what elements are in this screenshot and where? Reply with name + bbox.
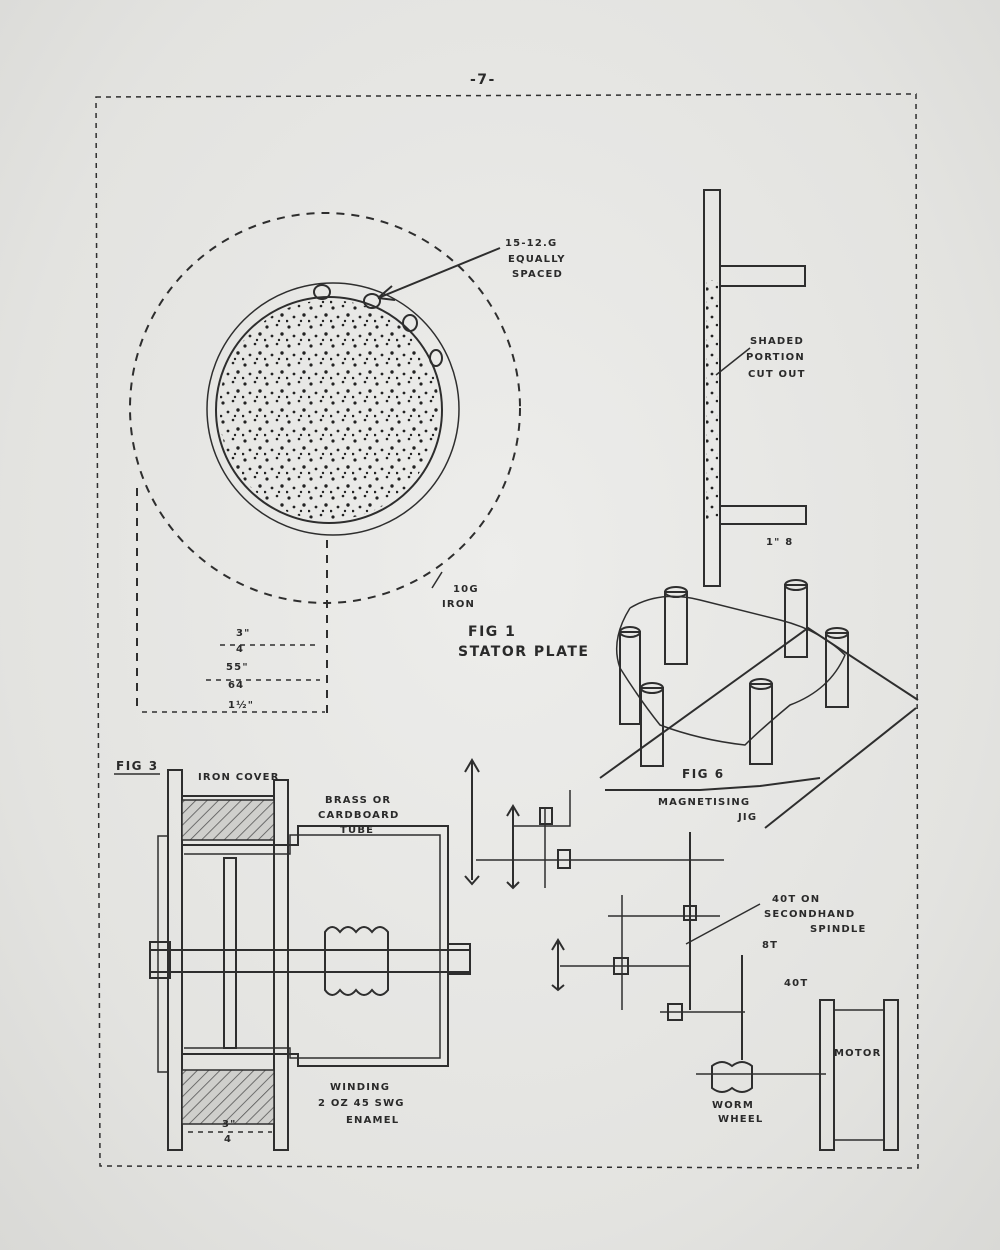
gear-40t-label: 40T bbox=[784, 978, 808, 989]
winding-label-line3: ENAMEL bbox=[346, 1115, 399, 1126]
side-view: SHADED PORTION CUT OUT 1" 8 bbox=[703, 189, 807, 587]
end-plate-right bbox=[273, 779, 289, 1151]
side-tab-top bbox=[720, 265, 806, 287]
side-leader bbox=[715, 347, 751, 376]
stator-outer-circle bbox=[129, 212, 521, 604]
tube-label-line3: TUBE bbox=[340, 825, 374, 836]
fig3-title: FIG 3 bbox=[116, 759, 159, 773]
hole-1 bbox=[313, 284, 331, 300]
fig3-assembly: FIG 3 IRON COVER BRASS OR CARDBOARD TUBE… bbox=[114, 759, 471, 1151]
page-number: -7- bbox=[470, 72, 496, 88]
motor-label: MOTOR bbox=[834, 1048, 881, 1059]
tube-label-line1: BRASS OR bbox=[325, 795, 391, 806]
tube-label-line2: CARDBOARD bbox=[318, 810, 399, 821]
fig1-title: FIG 1 bbox=[468, 624, 516, 640]
stator-ring-circle bbox=[206, 282, 460, 536]
gear-shaft-a bbox=[513, 790, 571, 827]
worm-wheel bbox=[711, 1061, 753, 1093]
dim-c: 1½" bbox=[228, 700, 254, 711]
tube-outline bbox=[182, 825, 449, 1067]
holes-leader-line bbox=[377, 247, 501, 299]
gear-8t bbox=[667, 1003, 683, 1021]
jig-wire bbox=[615, 595, 846, 746]
fig1-subtitle: STATOR PLATE bbox=[458, 644, 589, 660]
worm-label-line1: WORM bbox=[712, 1100, 754, 1111]
fig6-title: FIG 6 bbox=[682, 767, 725, 781]
coil-top bbox=[181, 799, 275, 841]
gear-c bbox=[613, 957, 629, 975]
side-label-line1: SHADED bbox=[750, 336, 804, 347]
page-border bbox=[95, 93, 919, 1169]
fig6-subtitle-line2: JIG bbox=[737, 812, 757, 823]
motor-plate-right bbox=[883, 999, 899, 1151]
side-label-line3: CUT OUT bbox=[748, 369, 806, 380]
gear-shaft-b bbox=[544, 808, 720, 917]
axis-arrow-1 bbox=[464, 758, 480, 886]
motor-plate-left bbox=[819, 999, 835, 1151]
spindle-label-line1: 40T ON bbox=[772, 894, 820, 905]
jig-pin-3 bbox=[825, 632, 849, 708]
hole-2 bbox=[363, 293, 381, 309]
side-tab-bottom bbox=[720, 505, 807, 525]
spindle bbox=[150, 949, 470, 973]
fig6-magnetising-jig: FIG 6 MAGNETISING JIG bbox=[599, 579, 919, 829]
fig6-subtitle-line1: MAGNETISING bbox=[658, 797, 750, 808]
jig-pin-4 bbox=[619, 631, 641, 725]
spindle-cap-left bbox=[149, 941, 171, 979]
winding-label-line1: WINDING bbox=[330, 1082, 390, 1093]
jig-pin-5 bbox=[640, 687, 664, 767]
dim-b-num: 55" bbox=[226, 662, 249, 673]
material-leader bbox=[431, 571, 443, 589]
spindle-leader bbox=[685, 903, 761, 945]
holes-label-line1: 15-12.G bbox=[505, 238, 557, 249]
spindle-cap-right bbox=[447, 943, 471, 975]
axis-arrow-3 bbox=[551, 938, 565, 992]
jig-base-edge bbox=[764, 707, 917, 829]
fig1-stator-plate: 15-12.G EQUALLY SPACED 10G IRON FIG 1 ST… bbox=[129, 212, 589, 716]
worm-label-line2: WHEEL bbox=[718, 1114, 763, 1125]
gear-train: 40T ON SECONDHAND SPINDLE 8T 40T WORM WH… bbox=[464, 758, 899, 1151]
jig-pin-1 bbox=[664, 591, 688, 665]
spring bbox=[324, 926, 389, 996]
gear-b bbox=[557, 849, 571, 869]
fig3-dim: 3" bbox=[222, 1119, 237, 1130]
spindle-label-line2: SECONDHAND bbox=[764, 909, 855, 920]
dim-a-den: 4 bbox=[236, 644, 244, 655]
spindle-label-line3: SPINDLE bbox=[810, 924, 867, 935]
shaded-cutout-area bbox=[219, 300, 439, 520]
side-label-line2: PORTION bbox=[746, 352, 805, 363]
inner-plate bbox=[223, 857, 237, 1049]
jig-base-front bbox=[605, 777, 821, 791]
jig-pin-2 bbox=[784, 584, 808, 658]
material-line2: IRON bbox=[442, 599, 475, 610]
side-dim: 1" 8 bbox=[766, 537, 793, 548]
holes-label-line2: EQUALLY bbox=[508, 254, 566, 265]
motor-body bbox=[834, 1009, 884, 1141]
side-shaded-portion bbox=[706, 280, 718, 520]
dim-a-num: 3" bbox=[236, 628, 251, 639]
winding-label-line2: 2 OZ 45 SWG bbox=[318, 1098, 405, 1109]
coil-bottom bbox=[181, 1069, 275, 1125]
fig3-dim-den: 4 bbox=[224, 1134, 232, 1145]
jig-pin-6 bbox=[749, 683, 773, 765]
holes-label-line3: SPACED bbox=[512, 269, 563, 280]
dim-b-den: 64 bbox=[228, 680, 244, 691]
iron-cover-label: IRON COVER bbox=[198, 772, 280, 783]
holes-leader-arrowhead bbox=[377, 285, 396, 301]
tube-inner bbox=[184, 834, 441, 1059]
hole-3 bbox=[402, 314, 418, 332]
hole-4 bbox=[429, 349, 443, 367]
outer-sleeve bbox=[157, 835, 169, 1073]
material-line1: 10G bbox=[453, 584, 479, 595]
gear-8t-label: 8T bbox=[762, 940, 778, 951]
side-bar bbox=[703, 189, 721, 587]
gear-40t-spindle bbox=[683, 905, 697, 921]
axis-arrow-2 bbox=[506, 804, 520, 890]
gear-a bbox=[539, 807, 553, 825]
jig-base-top bbox=[599, 626, 919, 779]
